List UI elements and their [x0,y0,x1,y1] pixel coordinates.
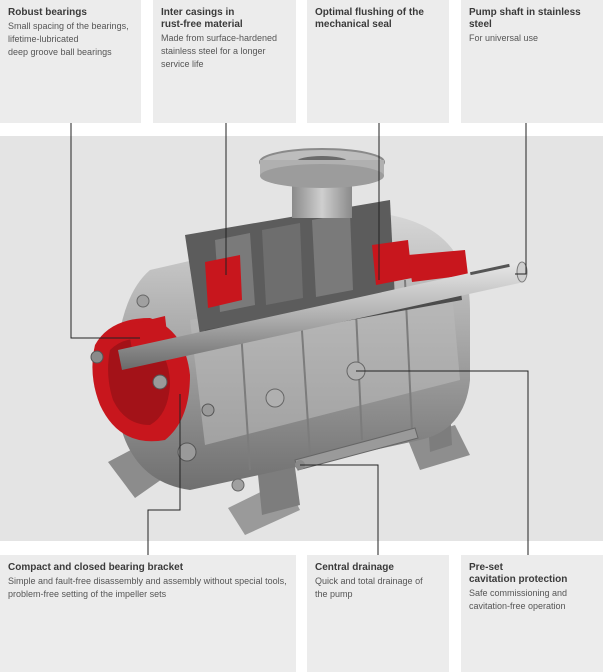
callout-title: Central drainage [315,562,394,573]
callout-bearing-bracket: Compact and closed bearing bracket Simpl… [0,555,296,672]
callout-description: Made from surface-hardened stainless ste… [161,33,278,69]
callout-description: Safe commissioning and cavitation-free o… [469,588,568,611]
leader-line-cavitation-protection [356,370,529,555]
pump-shaft [118,261,528,370]
callout-title: Compact and closed bearing bracket [8,562,184,573]
callout-title: Robust bearings [8,7,87,18]
leader-line-central-drainage [300,464,379,555]
leader-line-bearing-bracket [147,394,181,555]
callout-title: Pump shaft in stainless steel [469,7,581,30]
callout-description: For universal use [469,33,539,43]
callout-cavitation-protection: Pre-set cavitation protection Safe commi… [461,555,603,672]
callout-description: Simple and fault-free disassembly and as… [8,576,287,599]
discharge-flange [259,148,385,218]
callout-inter-casings: Inter casings in rust-free material Made… [153,0,296,123]
leader-line-pump-shaft [515,123,527,275]
leader-lines [70,123,529,555]
callout-central-drainage: Central drainage Quick and total drainag… [307,555,449,672]
callout-title: Optimal flushing of the mechanical seal [315,7,424,30]
callout-mechanical-seal: Optimal flushing of the mechanical seal [307,0,449,123]
callout-title: Pre-set cavitation protection [469,562,568,585]
callout-title: Inter casings in rust-free material [161,7,243,30]
callout-description: Small spacing of the bearings, lifetime-… [8,21,129,57]
leader-line-robust-bearings [70,123,140,339]
callout-pump-shaft: Pump shaft in stainless steel For univer… [461,0,603,123]
callout-robust-bearings: Robust bearings Small spacing of the bea… [0,0,141,123]
callout-description: Quick and total drainage of the pump [315,576,423,599]
